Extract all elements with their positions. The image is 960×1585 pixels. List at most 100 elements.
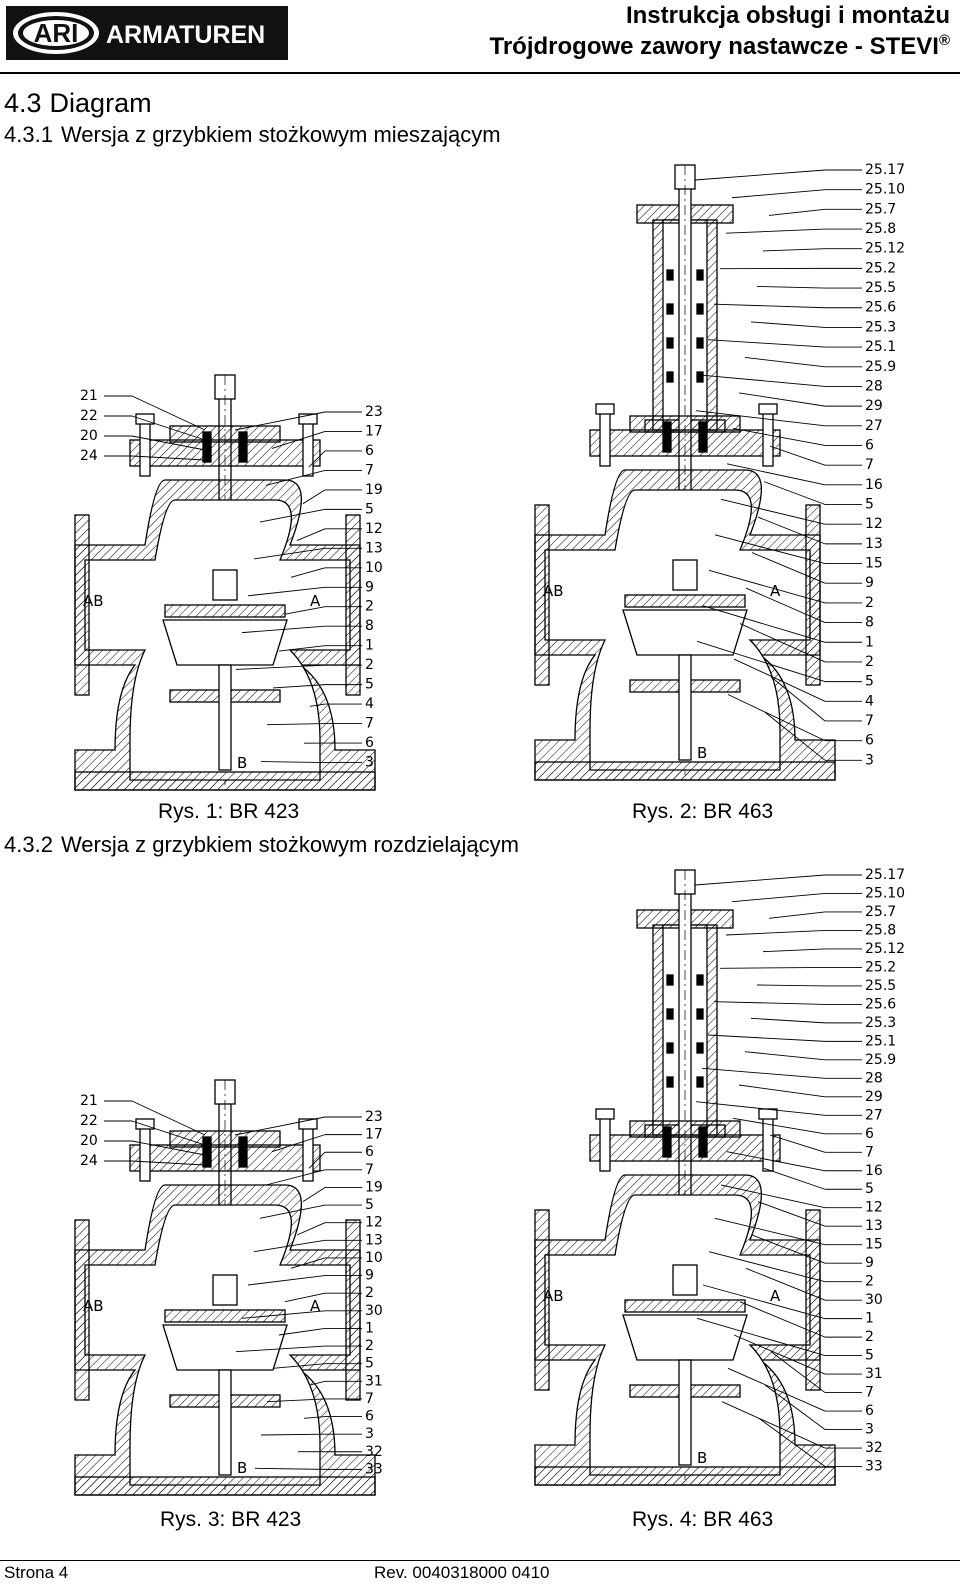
subsection-number: 4.3.1 xyxy=(4,122,53,147)
part-number-label: 3 xyxy=(865,752,874,768)
revision-number: Rev. 0040318000 0410 xyxy=(374,1563,550,1582)
part-number-label: 15 xyxy=(865,556,883,572)
part-number-label: 7 xyxy=(365,1391,374,1407)
part-number-label: 7 xyxy=(865,713,874,729)
part-number-label: 25.10 xyxy=(865,885,905,901)
port-label-ab: AB xyxy=(83,1297,104,1315)
subsection-title: Wersja z grzybkiem stożkowym mieszającym xyxy=(60,122,501,147)
part-number-label: 13 xyxy=(365,1232,383,1248)
part-number-label: 32 xyxy=(865,1440,883,1456)
part-number-label: 7 xyxy=(365,716,374,732)
part-number-label: 6 xyxy=(365,735,374,751)
subsection-number: 4.3.2 xyxy=(4,832,53,857)
port-label-ab: AB xyxy=(543,1287,564,1305)
part-number-label: 12 xyxy=(365,1215,383,1231)
part-number-label: 25.17 xyxy=(865,867,905,883)
part-number-label: 31 xyxy=(365,1373,383,1389)
part-number-label: 7 xyxy=(865,1144,874,1160)
part-number-label: 25.8 xyxy=(865,221,896,237)
part-number-label: 21 xyxy=(80,388,98,404)
part-number-label: 6 xyxy=(365,443,374,459)
part-number-label: 32 xyxy=(365,1444,383,1460)
footer-rule xyxy=(0,1560,960,1561)
part-number-label: 2 xyxy=(865,1274,874,1290)
part-number-label: 19 xyxy=(365,1179,383,1195)
part-number-label: 5 xyxy=(865,1181,874,1197)
part-number-label: 3 xyxy=(865,1422,874,1438)
part-number-label: 24 xyxy=(80,448,98,464)
part-number-label: 25.9 xyxy=(865,359,896,375)
part-number-label: 23 xyxy=(365,404,383,420)
valve-body-drawing xyxy=(534,869,836,1486)
part-number-label: 1 xyxy=(365,1320,374,1336)
part-number-label: 25.10 xyxy=(865,182,905,198)
part-number-label: 2 xyxy=(865,1329,874,1345)
section-title: Diagram xyxy=(49,88,152,118)
header-rule xyxy=(0,72,960,74)
part-number-label: 6 xyxy=(865,437,874,453)
part-number-label: 5 xyxy=(365,1356,374,1372)
part-number-label: 29 xyxy=(865,1089,883,1105)
part-number-label: 9 xyxy=(865,1255,874,1271)
part-number-label: 13 xyxy=(365,540,383,556)
part-number-label: 28 xyxy=(865,1070,883,1086)
part-number-label: 25.2 xyxy=(865,260,896,276)
part-number-label: 22 xyxy=(80,408,98,424)
part-number-label: 5 xyxy=(865,497,874,513)
part-number-label: 2 xyxy=(865,595,874,611)
document-title-line2: Trójdrogowe zawory nastawcze - STEVI® xyxy=(490,32,951,61)
part-number-label: 13 xyxy=(865,536,883,552)
part-number-label: 25.3 xyxy=(865,1015,896,1031)
part-number-label: 6 xyxy=(365,1144,374,1160)
part-number-label: 16 xyxy=(865,1163,883,1179)
valve-body-drawing xyxy=(534,164,836,781)
part-number-label: 25.3 xyxy=(865,319,896,335)
port-label-ab: AB xyxy=(83,592,104,610)
part-number-label: 25.9 xyxy=(865,1052,896,1068)
leader-lines xyxy=(694,169,862,761)
part-number-label: 33 xyxy=(865,1459,883,1475)
port-label-a: A xyxy=(310,592,321,610)
part-number-label: 25.7 xyxy=(865,904,896,920)
part-number-label: 20 xyxy=(80,1133,98,1149)
document-title-line2-text: Trójdrogowe zawory nastawcze - STEVI xyxy=(489,33,939,60)
leader-lines xyxy=(694,874,862,1467)
part-number-label: 25.2 xyxy=(865,959,896,975)
part-number-label: 25.5 xyxy=(865,280,896,296)
part-number-label: 3 xyxy=(365,1426,374,1442)
registered-mark: ® xyxy=(938,32,950,49)
part-number-label: 8 xyxy=(365,618,374,634)
part-number-label: 27 xyxy=(865,1107,883,1123)
part-number-label: 9 xyxy=(865,575,874,591)
part-number-label: 30 xyxy=(865,1292,883,1308)
part-number-label: 16 xyxy=(865,477,883,493)
port-label-b: B xyxy=(697,1449,707,1467)
part-number-label: 5 xyxy=(865,674,874,690)
part-number-label: 25.12 xyxy=(865,941,905,957)
part-number-label: 30 xyxy=(365,1303,383,1319)
part-number-label: 4 xyxy=(865,693,874,709)
section-number: 4.3 xyxy=(4,88,42,118)
part-number-label: 5 xyxy=(365,501,374,517)
valve-body-drawing xyxy=(74,1079,376,1496)
part-number-label: 7 xyxy=(865,1385,874,1401)
part-number-label: 25.12 xyxy=(865,241,905,257)
part-number-label: 5 xyxy=(865,1348,874,1364)
part-number-label: 2 xyxy=(365,599,374,615)
part-number-label: 3 xyxy=(365,755,374,771)
part-number-label: 10 xyxy=(365,1250,383,1266)
part-number-label: 12 xyxy=(865,1200,883,1216)
part-number-label: 25.1 xyxy=(865,1033,896,1049)
part-number-label: 7 xyxy=(865,457,874,473)
part-number-label: 28 xyxy=(865,378,883,394)
part-number-label: 2 xyxy=(365,1338,374,1354)
figure-caption-2: Rys. 2: BR 463 xyxy=(632,800,774,823)
